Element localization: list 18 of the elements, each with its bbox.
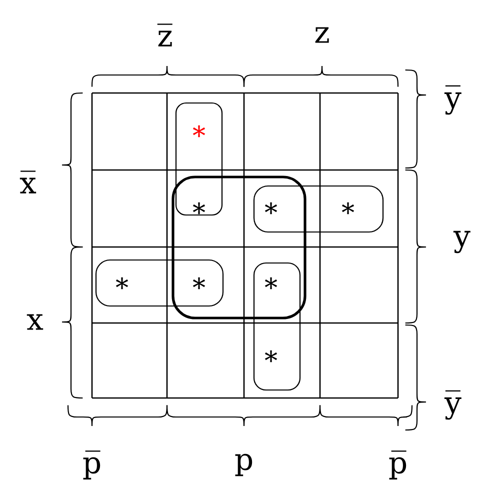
asterisk: * [192,277,206,290]
asterisk: * [264,202,278,214]
asterisk: * [116,277,128,290]
asterisk: * [264,350,278,362]
asterisk: * [192,202,206,214]
variable-label: p̅ [83,450,100,480]
asterisk: * [192,125,206,138]
variable-label: z [315,27,329,43]
variable-label: p̅ [389,450,406,480]
variable-label: y [453,230,470,254]
variable-label: p [235,454,252,476]
variable-label: x [26,314,44,330]
variable-label: x̅ [20,170,36,194]
variable-label: y̅ [444,85,462,115]
asterisk: * [342,202,354,214]
asterisk: * [264,277,278,290]
variable-label: z̅ [157,24,172,46]
variable-label: y̅ [444,390,462,420]
